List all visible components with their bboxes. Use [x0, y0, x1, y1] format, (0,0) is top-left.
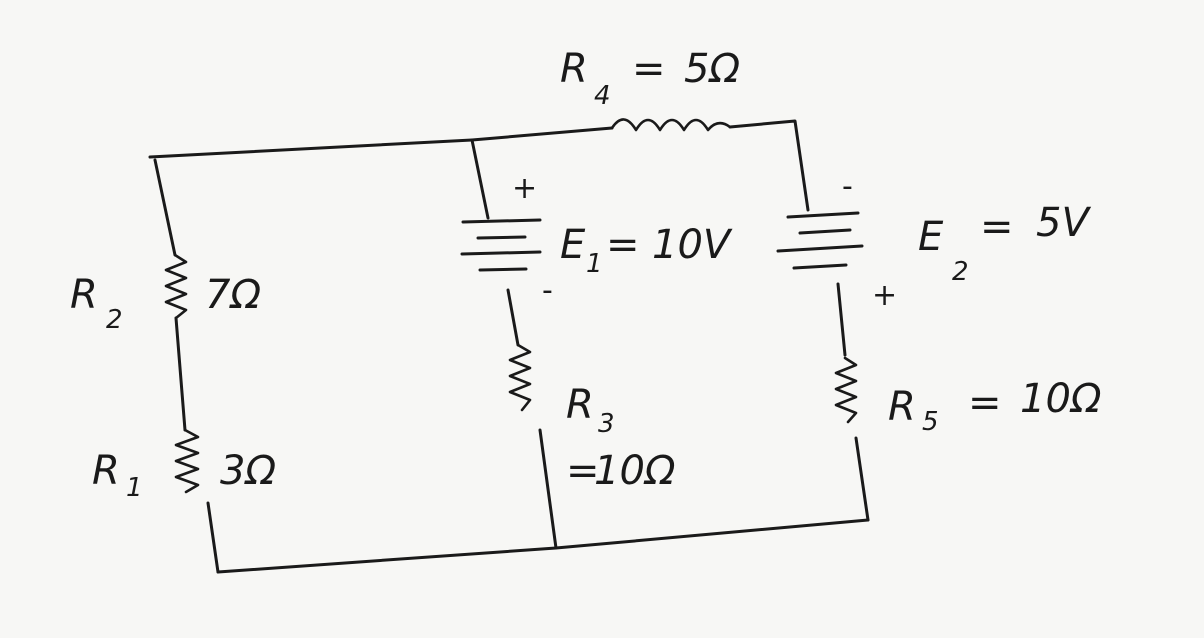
resistor-r4-symbol — [610, 118, 732, 132]
e1-label: E — [560, 222, 586, 268]
resistor-r2-symbol — [164, 253, 188, 320]
r3-eq: = — [566, 448, 600, 494]
r5-value: 10Ω — [1020, 376, 1102, 422]
battery-e1-short-plate-2 — [478, 267, 528, 272]
e1-minus-sign: - — [542, 273, 553, 308]
e1-value: 10V — [652, 222, 733, 268]
r5-index: 5 — [922, 407, 939, 437]
r5-label: R — [888, 384, 916, 430]
r1-label: R — [92, 448, 120, 494]
wire-bottom — [216, 518, 870, 574]
battery-e2-long-plate-2 — [776, 244, 864, 253]
e2-eq: = — [980, 204, 1014, 250]
e2-plus-sign: + — [872, 278, 897, 313]
wire-right-low — [854, 436, 870, 522]
e2-index: 2 — [952, 257, 969, 287]
resistor-r1-symbol — [174, 428, 200, 494]
battery-e2-short-plate — [798, 228, 852, 235]
resistor-r3-symbol — [508, 343, 532, 412]
r4-label: R — [560, 46, 588, 92]
r4-index: 4 — [594, 81, 611, 111]
wire-middle-low — [538, 428, 558, 550]
r4-eq: = — [632, 46, 666, 92]
r1-value: 3Ω — [220, 448, 276, 494]
wire-left-middle — [174, 316, 187, 432]
r2-index: 2 — [106, 305, 123, 335]
r4-value: 5Ω — [684, 46, 740, 92]
e1-index: 1 — [586, 249, 603, 279]
wire-top-right-b — [728, 119, 810, 212]
wire-middle-mid — [506, 288, 520, 347]
r3-value: 10Ω — [594, 448, 676, 494]
battery-e2-long-plate — [786, 211, 860, 219]
r5-eq: = — [968, 380, 1002, 426]
r3-index: 3 — [598, 409, 615, 439]
wire-top-left — [148, 138, 474, 159]
e2-value: 5V — [1036, 200, 1091, 246]
r2-label: R — [70, 272, 98, 318]
e1-plus-sign: + — [512, 171, 537, 206]
battery-e1-long-plate — [461, 218, 542, 224]
wire-left-lower — [206, 501, 220, 574]
e2-minus-sign: - — [842, 169, 853, 204]
e2-label: E — [918, 214, 944, 260]
r1-index: 1 — [126, 473, 143, 503]
wire-left-upper — [153, 158, 177, 257]
r2-value: 7Ω — [205, 272, 261, 318]
resistor-r5-symbol — [834, 356, 858, 424]
battery-e2-short-plate-2 — [792, 263, 848, 270]
battery-e1-long-plate-2 — [460, 250, 542, 256]
battery-e1-short-plate — [476, 235, 527, 240]
r3-label: R — [566, 382, 594, 428]
wire-middle-top — [470, 138, 490, 220]
wire-top-right-a — [470, 126, 614, 142]
e1-eq: = — [606, 222, 640, 268]
wire-right-mid — [836, 282, 847, 357]
